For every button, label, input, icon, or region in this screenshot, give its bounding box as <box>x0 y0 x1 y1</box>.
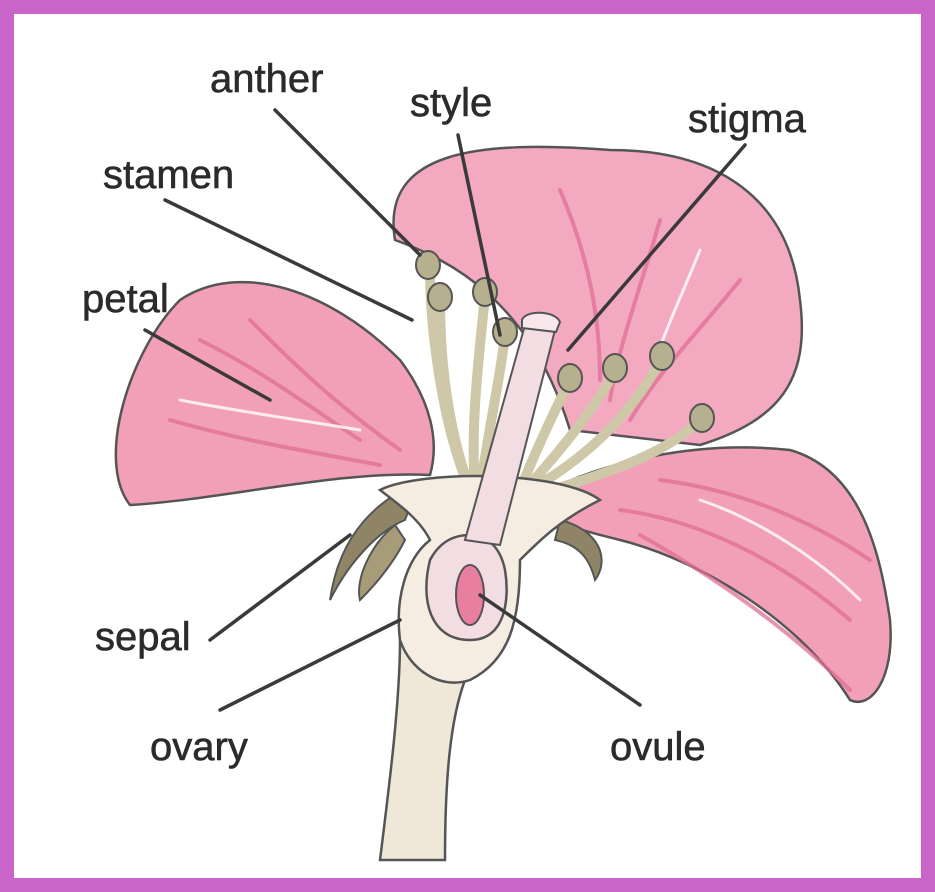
label-stigma: stigma <box>688 97 807 141</box>
petal-right <box>530 447 891 701</box>
label-stamen: stamen <box>103 153 234 197</box>
leader-anther <box>275 110 420 255</box>
label-ovary: ovary <box>150 725 248 769</box>
leader-sepal <box>210 535 350 640</box>
label-ovule: ovule <box>610 725 706 769</box>
stigma <box>522 313 560 332</box>
flower-diagram: anther style stigma stamen petal sepal o… <box>14 14 921 878</box>
label-sepal: sepal <box>95 615 191 659</box>
label-petal: petal <box>82 277 169 321</box>
label-style: style <box>410 81 492 125</box>
leader-ovary <box>220 620 400 710</box>
label-anther: anther <box>210 57 323 101</box>
